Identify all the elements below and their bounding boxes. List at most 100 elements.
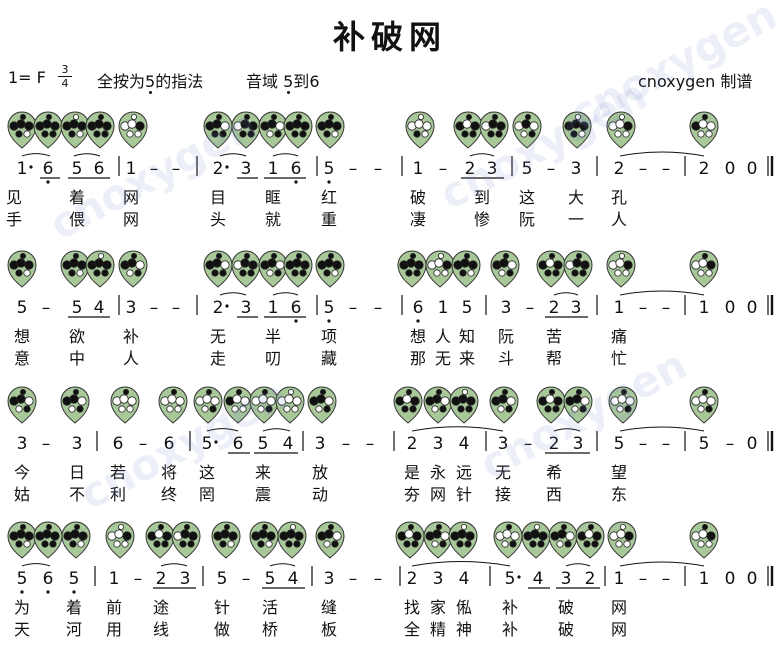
closed-hole: [564, 540, 572, 548]
open-hole: [266, 269, 274, 277]
slur: [73, 153, 101, 157]
ocarina-body: [479, 111, 509, 149]
note-dash: –: [349, 159, 358, 179]
note: 5: [324, 159, 335, 179]
lyric-verse-1: 这: [518, 188, 535, 207]
closed-hole: [153, 540, 161, 548]
lyric-verse-2: 藏: [320, 349, 337, 368]
closed-hole: [706, 260, 716, 270]
open-hole: [127, 396, 137, 406]
ocarina-body: [448, 521, 478, 559]
closed-hole: [432, 394, 442, 404]
open-hole: [615, 258, 625, 268]
open-hole: [167, 394, 177, 404]
ocarina-body: [203, 111, 233, 149]
closed-hole: [122, 531, 132, 541]
open-hole: [24, 396, 34, 406]
closed-hole: [323, 405, 331, 413]
ocarina-body: [536, 386, 566, 424]
closed-hole: [274, 269, 282, 277]
low-octave-dot: [294, 180, 298, 184]
note: 6: [43, 159, 54, 179]
note: 6: [413, 298, 424, 318]
note: 2: [699, 159, 710, 179]
open-hole: [705, 540, 713, 548]
open-hole: [440, 396, 450, 406]
closed-hole: [623, 260, 633, 270]
closed-hole: [15, 130, 23, 138]
open-hole: [625, 396, 635, 406]
closed-hole: [432, 529, 442, 539]
ocarina-fingering-icon: [490, 250, 520, 288]
closed-hole: [291, 269, 299, 277]
closed-hole: [271, 252, 277, 259]
closed-hole: [457, 405, 465, 413]
closed-hole: [135, 121, 145, 131]
lyric-verse-2: 神: [455, 620, 472, 639]
ocarina-fingering-icon: [493, 521, 523, 559]
note: 5: [17, 298, 28, 318]
closed-hole: [239, 130, 247, 138]
open-hole: [76, 130, 84, 138]
closed-hole: [247, 269, 255, 277]
open-hole: [402, 394, 412, 404]
open-hole: [697, 540, 705, 548]
lyric-verse-2: 夯: [403, 485, 420, 504]
closed-hole: [571, 269, 579, 277]
note-dash: –: [42, 434, 51, 454]
lyric-verse-2: 桥: [261, 620, 278, 639]
ocarina-fingering-icon: [118, 111, 148, 149]
open-hole: [507, 260, 517, 270]
open-hole: [175, 396, 185, 406]
closed-hole: [258, 529, 268, 539]
open-hole: [501, 540, 509, 548]
lyric-verse-2: 动: [311, 485, 328, 504]
closed-hole: [158, 523, 164, 530]
closed-hole: [552, 405, 560, 413]
ocarina-body: [7, 111, 37, 149]
closed-hole: [236, 388, 242, 395]
lyric-verse-2: 重: [320, 210, 337, 229]
open-hole: [232, 394, 242, 404]
note-dash: –: [242, 569, 251, 589]
ocarina-body: [315, 250, 345, 288]
closed-hole: [414, 260, 424, 270]
ocarina-body: [315, 521, 345, 559]
ocarina-fingering-icon: [275, 386, 305, 424]
ocarina-fingering-icon: [315, 111, 345, 149]
range-mid: 到: [293, 72, 310, 91]
note: 3: [241, 298, 252, 318]
closed-hole: [294, 531, 304, 541]
note: 5: [202, 434, 213, 454]
closed-hole: [466, 396, 476, 406]
ocarina-fingering-icon: [7, 386, 37, 424]
ocarina-fingering-icon: [607, 521, 637, 559]
closed-hole: [211, 130, 219, 138]
ocarina-body: [563, 386, 593, 424]
lyric-verse-1: 大: [567, 188, 584, 207]
closed-hole: [702, 523, 708, 530]
open-hole: [15, 405, 23, 413]
arranger-credit: cnoxygen 制谱: [638, 72, 753, 91]
open-hole: [620, 523, 626, 530]
ocarina-fingering-icon: [85, 111, 115, 149]
ocarina-body: [258, 250, 288, 288]
note: 3: [571, 298, 582, 318]
open-hole: [210, 396, 220, 406]
closed-hole: [291, 130, 299, 138]
lyric-verse-1: 希: [545, 463, 562, 482]
lyric-verse-1: 网: [122, 188, 139, 207]
ocarina-fingering-icon: [231, 250, 261, 288]
closed-hole: [78, 531, 88, 541]
closed-hole: [293, 540, 301, 548]
ocarina-body: [60, 386, 90, 424]
closed-hole: [131, 252, 137, 259]
ocarina-body: [231, 250, 261, 288]
note: 2: [549, 434, 560, 454]
note: 5: [69, 569, 80, 589]
closed-hole: [702, 113, 708, 120]
lyric-verse-2: 就: [264, 210, 281, 229]
open-hole: [462, 388, 468, 395]
lyric-verse-1: 着: [65, 598, 82, 617]
